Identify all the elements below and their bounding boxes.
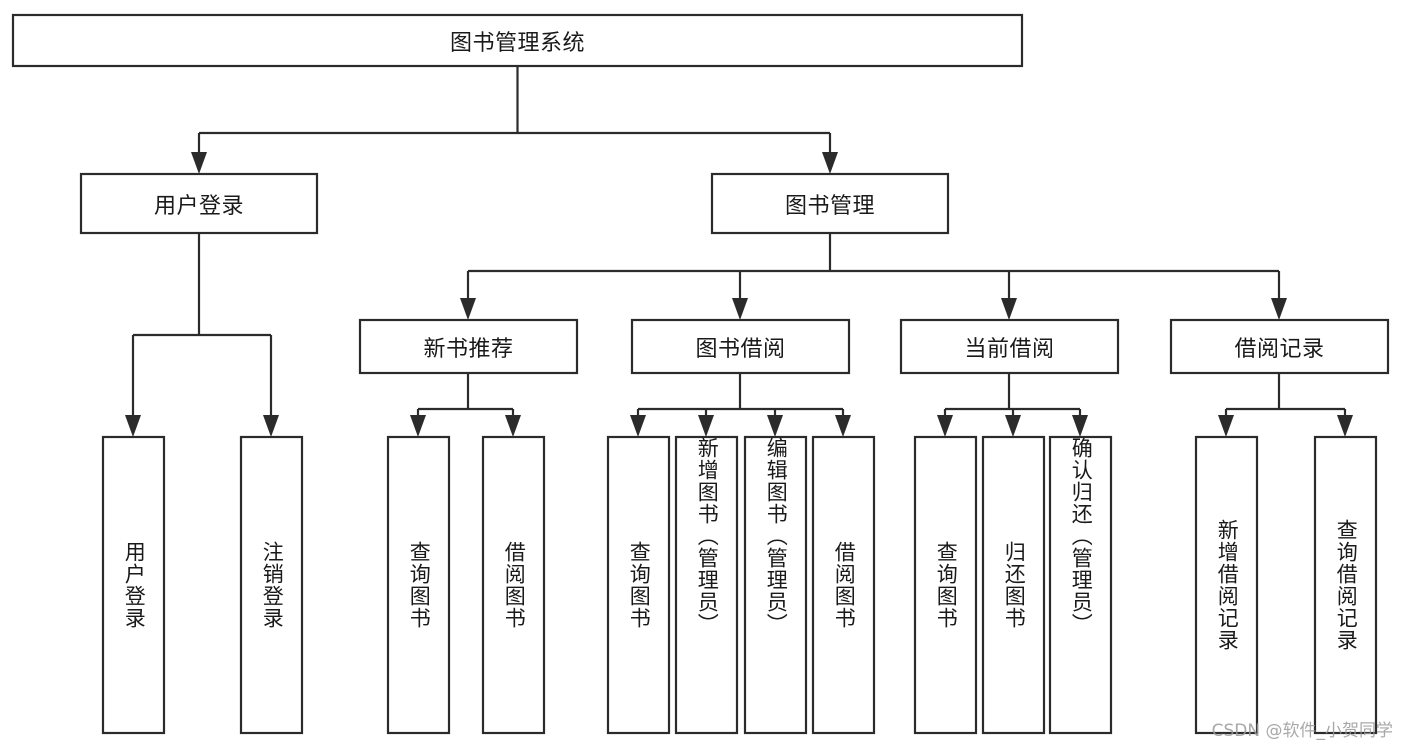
connector-group-root (191, 66, 838, 174)
node-box-leaf-logout[interactable] (239, 435, 304, 735)
connector-group-user-login (125, 233, 279, 437)
node-box-leaf-user-login[interactable] (101, 435, 166, 735)
arrow-head-book-borrow (732, 298, 748, 320)
node-box-leaf-borrow-book-2[interactable] (811, 435, 876, 735)
node-box-user-login[interactable] (79, 172, 319, 235)
connector-group-borrow-record (1218, 373, 1353, 437)
node-box-leaf-add-book[interactable] (674, 435, 739, 735)
connector-group-book-manage (460, 233, 1287, 320)
arrow-head-leaf-user-login (125, 415, 141, 437)
arrow-head-book-manage (822, 152, 838, 174)
node-box-leaf-borrow-book-1[interactable] (481, 435, 546, 735)
node-box-current-borrow[interactable] (899, 318, 1120, 375)
node-box-borrow-record[interactable] (1169, 318, 1390, 375)
arrow-head-leaf-confirm-return (1072, 415, 1088, 437)
arrow-head-user-login (191, 152, 207, 174)
node-box-leaf-query-book-2[interactable] (606, 435, 671, 735)
arrow-head-borrow-record (1271, 298, 1287, 320)
node-box-leaf-query-record[interactable] (1313, 435, 1378, 735)
arrow-head-leaf-borrow-book-1 (505, 415, 521, 437)
connector-group-current-borrow (937, 373, 1088, 437)
connector-group-new-book-rec (410, 373, 521, 437)
arrow-head-leaf-query-book-3 (937, 415, 953, 437)
node-box-new-book-rec[interactable] (358, 318, 579, 375)
node-box-root[interactable] (11, 13, 1024, 68)
node-box-leaf-confirm-return[interactable] (1048, 435, 1113, 735)
arrow-head-leaf-query-book-1 (410, 415, 426, 437)
node-box-leaf-query-book-1[interactable] (386, 435, 451, 735)
arrow-head-leaf-query-record (1337, 415, 1353, 437)
arrow-head-new-book-rec (460, 298, 476, 320)
arrow-head-leaf-logout (263, 415, 279, 437)
arrow-head-leaf-add-book (698, 415, 714, 437)
node-box-leaf-query-book-3[interactable] (913, 435, 978, 735)
arrow-head-leaf-return-book (1005, 415, 1021, 437)
node-box-leaf-add-record[interactable] (1194, 435, 1259, 735)
arrow-head-leaf-borrow-book-2 (835, 415, 851, 437)
node-box-book-borrow[interactable] (630, 318, 851, 375)
node-box-leaf-return-book[interactable] (981, 435, 1046, 735)
node-box-leaf-edit-book[interactable] (743, 435, 808, 735)
arrow-head-current-borrow (1001, 298, 1017, 320)
node-box-book-manage[interactable] (710, 172, 950, 235)
arrow-head-leaf-edit-book (767, 415, 783, 437)
connector-group-book-borrow (630, 373, 851, 437)
arrow-head-leaf-add-record (1218, 415, 1234, 437)
arrow-head-leaf-query-book-2 (630, 415, 646, 437)
